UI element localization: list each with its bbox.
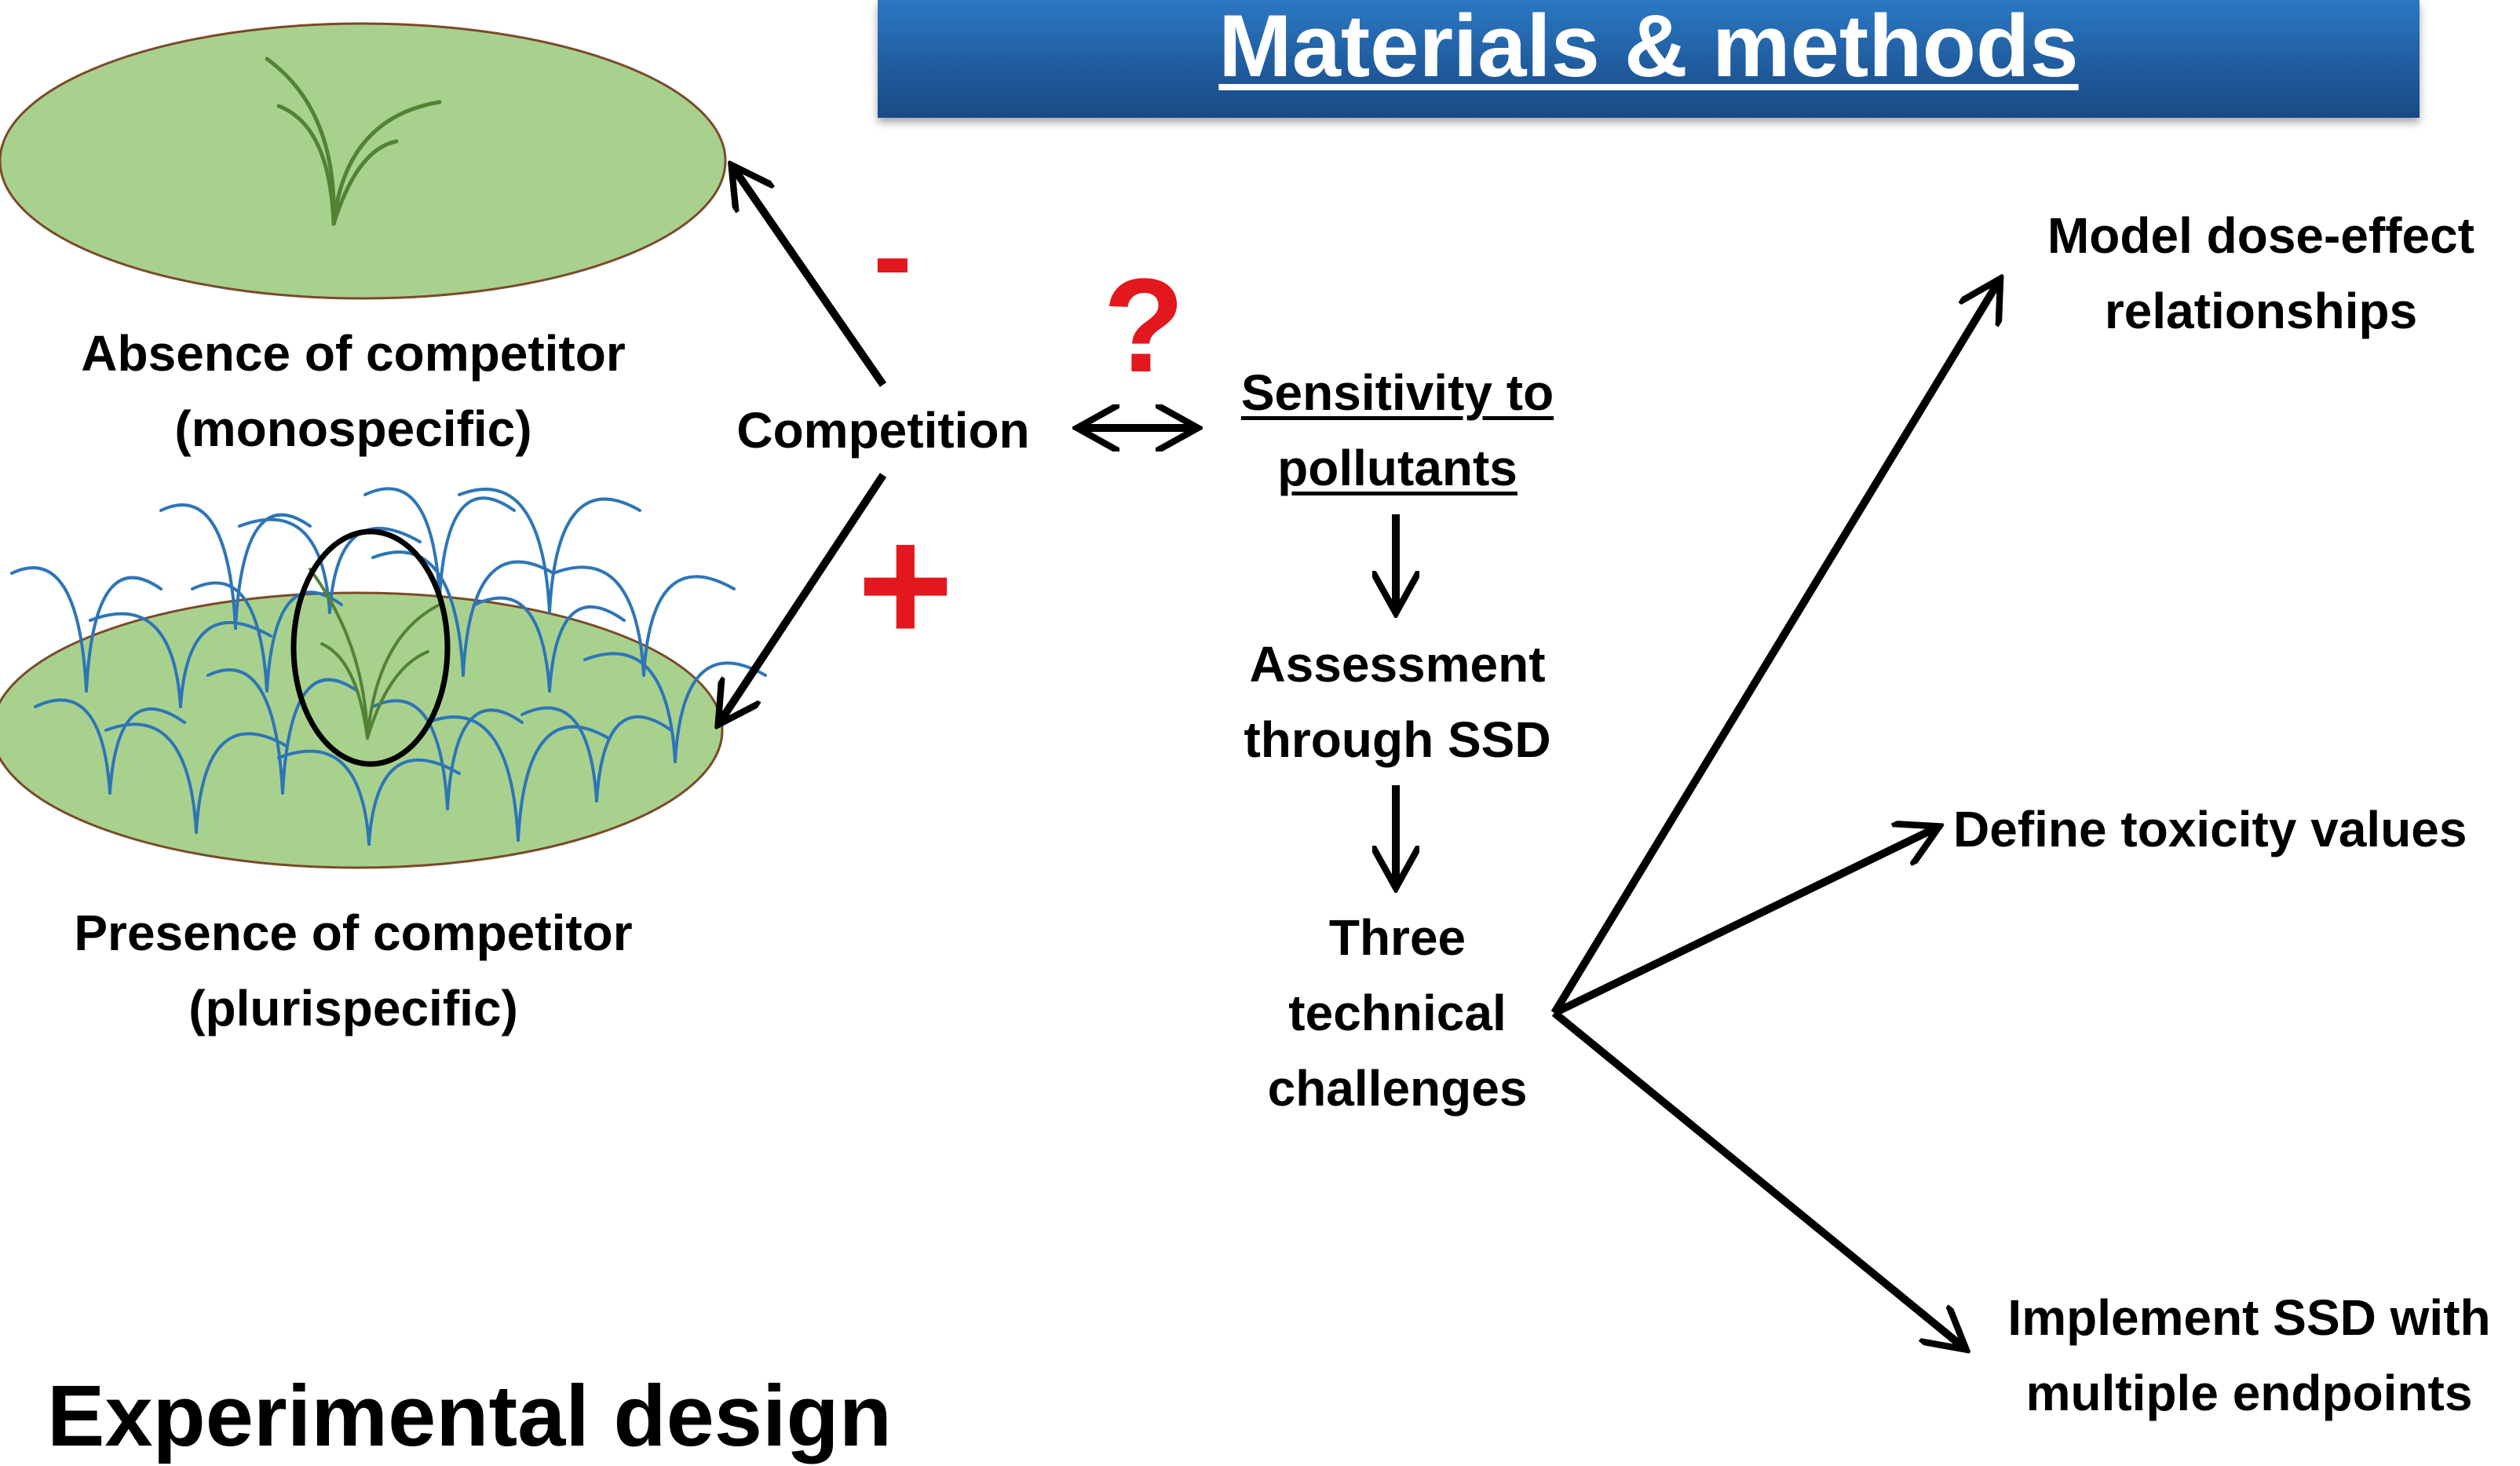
target-plant-icon (309, 568, 441, 740)
competitor-leaf (548, 497, 641, 614)
highlight-circle-icon (290, 528, 451, 767)
arrow-to-model (1550, 283, 1998, 1015)
sensitivity-label: Sensitivity to pollutants (1209, 355, 1586, 506)
competitor-leaf (85, 576, 163, 693)
presence-label-line2: (plurispecific) (188, 980, 518, 1036)
sensitivity-label-line2: pollutants (1277, 440, 1517, 496)
minus-sign: - (873, 189, 912, 321)
competitor-leaf (108, 707, 186, 795)
competitor-leaf (277, 749, 371, 846)
competitor-leaf (552, 565, 645, 677)
competitor-leaf (426, 715, 520, 842)
competitor-leaf (473, 596, 551, 693)
assessment-label: Assessment through SSD (1209, 627, 1586, 777)
plus-sign: + (857, 492, 954, 677)
competitor-leaf (238, 517, 331, 614)
implement-outcome-line2: multiple endpoints (2025, 1365, 2473, 1421)
implement-outcome-label: Implement SSD with multiple endpoints (1978, 1280, 2520, 1431)
competitor-leaf (159, 503, 237, 630)
competitor-leaf (438, 496, 516, 598)
target-plant-icon (265, 57, 442, 226)
competitor-leaf (462, 560, 555, 677)
competitor-leaf (458, 488, 551, 614)
competitor-leaf (520, 706, 598, 802)
competitor-leaf (371, 699, 449, 810)
assessment-label-line2: through SSD (1244, 711, 1551, 768)
challenges-label-line3: challenges (1267, 1060, 1528, 1117)
presence-label: Presence of competitor (plurispecific) (31, 895, 675, 1046)
assessment-label-line1: Assessment (1249, 636, 1546, 693)
model-outcome-line2: relationships (2104, 283, 2418, 339)
absence-label: Absence of competitor (monospecific) (47, 316, 659, 466)
challenges-label-line1: Three (1328, 909, 1466, 966)
arrow-to-monospecific (734, 169, 887, 387)
competitor-leaf (195, 732, 288, 834)
competitor-leaf (34, 698, 111, 795)
competitor-leaf (281, 678, 359, 795)
presence-label-line1: Presence of competitor (74, 905, 633, 961)
plurispecific-field (0, 487, 767, 869)
implement-outcome-line1: Implement SSD with (2007, 1289, 2491, 1346)
arrow-to-implement (1551, 1010, 1963, 1347)
experimental-design-title: Experimental design (47, 1368, 892, 1464)
competitor-leaf (674, 661, 767, 763)
competitor-leaf (642, 575, 736, 677)
competitor-leaf (583, 652, 677, 763)
model-outcome-label: Model dose-effect relationships (2006, 198, 2516, 349)
competitor-leaf (104, 722, 198, 834)
header-banner: Materials & methods (878, 0, 2420, 118)
arrow-to-define (1552, 828, 1935, 1017)
competitor-leaf (89, 612, 182, 708)
competitor-leaf (367, 759, 461, 846)
monospecific-field (0, 22, 727, 300)
arrow-to-plurispecific (721, 473, 887, 721)
absence-label-line1: Absence of competitor (81, 325, 626, 382)
competitor-leaf (517, 725, 610, 842)
sensitivity-label-line1: Sensitivity to (1240, 364, 1554, 421)
page-title: Materials & methods (1218, 0, 2079, 95)
competitor-leaf (191, 581, 268, 693)
competitor-leaf (10, 566, 88, 693)
competitor-leaf (363, 487, 441, 598)
competitor-leaf (234, 513, 312, 630)
competition-label: Competition (736, 402, 1030, 459)
challenges-label-line2: technical (1288, 985, 1507, 1041)
model-outcome-line1: Model dose-effect (2047, 207, 2475, 264)
challenges-label: Three technical challenges (1209, 900, 1586, 1126)
diagram-canvas (0, 22, 2520, 1410)
absence-label-line2: (monospecific) (174, 400, 532, 457)
question-mark: ? (1103, 251, 1185, 400)
competitor-leaf (548, 605, 626, 693)
define-outcome-label: Define toxicity values (1953, 801, 2467, 857)
competitor-leaf (179, 621, 272, 708)
competitor-leaf (595, 715, 673, 802)
